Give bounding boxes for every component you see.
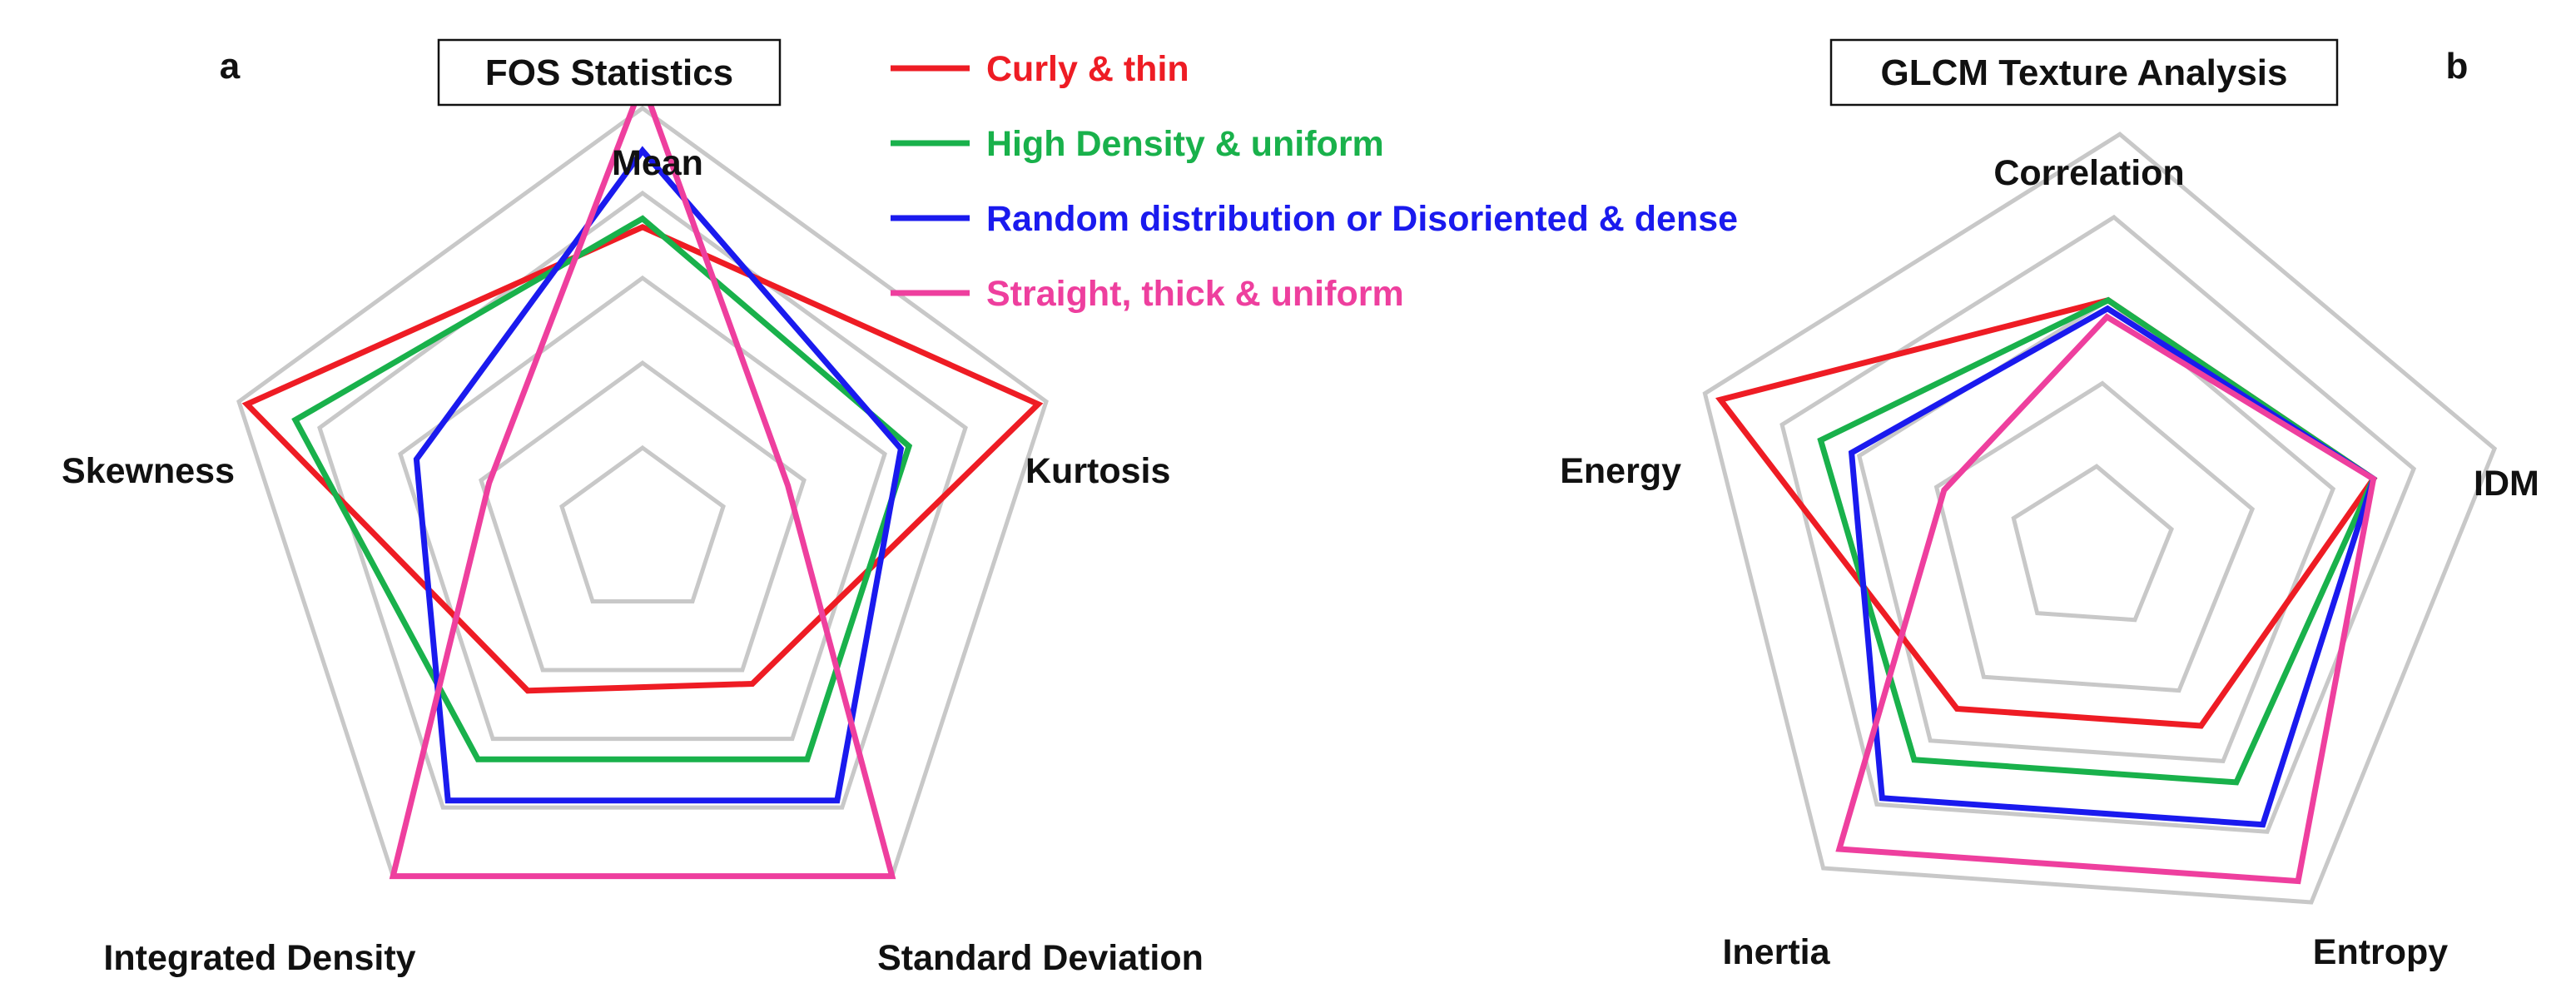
legend-item-high-density-uniform: High Density & uniform	[891, 124, 1384, 164]
axis-label-skewness: Skewness	[62, 451, 235, 491]
radar-grid-b	[1702, 132, 2498, 905]
series-line	[1715, 296, 2378, 729]
legend-label: Random distribution or Disoriented & den…	[986, 199, 1738, 239]
panel-letter-b: b	[2446, 46, 2469, 87]
axis-label-correlation: Correlation	[1993, 153, 2184, 193]
grid-ring	[559, 444, 726, 603]
series-line	[1817, 296, 2378, 786]
chart-title-b: GLCM Texture Analysis	[1880, 52, 2287, 93]
axis-label-idm: IDM	[2474, 464, 2539, 504]
legend-item-random-distribution: Random distribution or Disoriented & den…	[891, 199, 1738, 239]
radar-axis-labels-b: Correlation IDM Entropy Inertia Energy	[1560, 153, 2539, 972]
legend-label: Curly & thin	[986, 49, 1189, 89]
title-box-a	[437, 38, 782, 107]
legend-label: Straight, thick & uniform	[986, 274, 1404, 314]
legend-item-straight-thick-uniform: Straight, thick & uniform	[891, 274, 1404, 314]
glcm-texture-radar: Correlation IDM Entropy Inertia Energy b…	[1560, 38, 2539, 972]
fos-statistics-radar: Mean Kurtosis Standard Deviation Integra…	[62, 38, 1204, 978]
series-line	[291, 215, 913, 762]
legend: Curly & thin High Density & uniform Rand…	[891, 49, 1738, 314]
axis-label-entropy: Entropy	[2313, 932, 2449, 972]
grid-ring	[1856, 297, 2336, 764]
panel-letter-a: a	[220, 46, 241, 87]
series-line	[389, 74, 896, 880]
grid-ring	[2011, 464, 2174, 623]
axis-label-standard-deviation: Standard Deviation	[877, 938, 1204, 978]
grid-ring	[317, 190, 968, 810]
radar-series-a	[241, 74, 1044, 880]
axis-label-integrated-density: Integrated Density	[103, 938, 415, 978]
grid-ring	[1933, 380, 2256, 693]
radar-series-b	[1715, 296, 2378, 885]
legend-label: High Density & uniform	[986, 124, 1384, 164]
legend-item-curly-thin: Curly & thin	[891, 49, 1189, 89]
grid-ring	[479, 360, 807, 673]
series-line	[1835, 313, 2377, 885]
chart-title-a: FOS Statistics	[485, 52, 733, 93]
series-line	[241, 223, 1044, 694]
series-line	[413, 146, 905, 804]
axis-label-kurtosis: Kurtosis	[1025, 451, 1170, 491]
grid-ring	[1779, 214, 2417, 834]
axis-label-energy: Energy	[1560, 451, 1681, 491]
radar-axis-labels-a: Mean Kurtosis Standard Deviation Integra…	[62, 143, 1204, 978]
axis-label-mean: Mean	[612, 143, 703, 183]
axis-label-inertia: Inertia	[1722, 932, 1830, 972]
title-box-b	[1829, 38, 2339, 107]
grid-ring	[1702, 132, 2498, 905]
